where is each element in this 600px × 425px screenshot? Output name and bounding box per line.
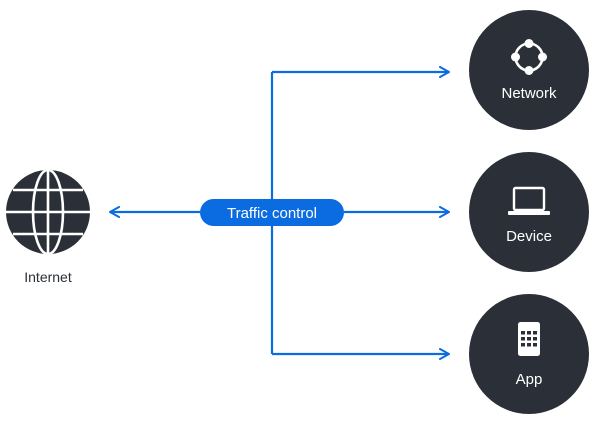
traffic-control-pill: Traffic control (200, 199, 344, 226)
internet-node: Internet (6, 168, 90, 285)
laptop-icon (508, 186, 550, 215)
network-node: Network (469, 10, 589, 130)
connectors (109, 66, 450, 360)
traffic-control-label: Traffic control (227, 205, 317, 222)
network-label: Network (501, 85, 557, 102)
app-label: App (516, 371, 543, 388)
globe-icon (6, 168, 90, 256)
mobile-app-icon (518, 322, 540, 356)
device-label: Device (506, 228, 552, 245)
app-node: App (469, 294, 589, 414)
device-node: Device (469, 152, 589, 272)
internet-label: Internet (24, 269, 72, 285)
network-nodes-icon (511, 39, 547, 75)
